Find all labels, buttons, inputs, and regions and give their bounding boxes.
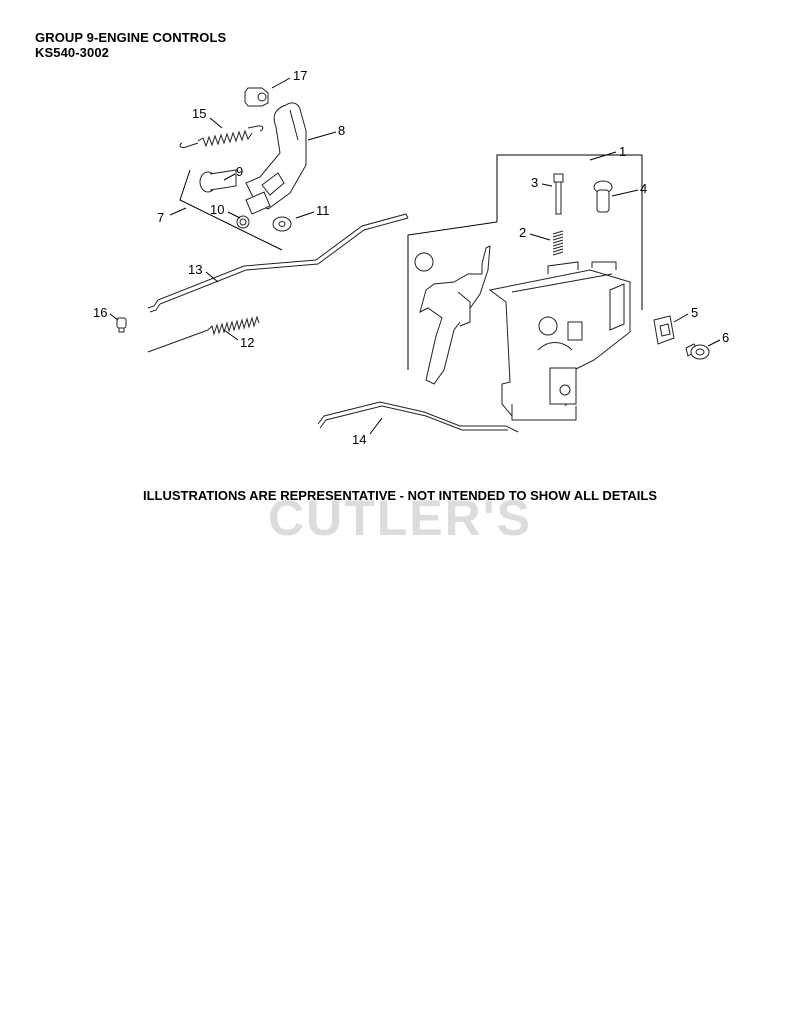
callout-4: 4	[640, 181, 647, 196]
callout-12: 12	[240, 335, 254, 350]
disclaimer-note: ILLUSTRATIONS ARE REPRESENTATIVE - NOT I…	[143, 488, 657, 503]
kit-bracket-7	[179, 169, 283, 251]
group-title: GROUP 9-ENGINE CONTROLS	[35, 30, 227, 45]
callout-8: 8	[338, 123, 345, 138]
part-13-rod[interactable]	[147, 213, 409, 313]
exploded-parts-diagram: 17 15 8 9 7 10 11 1 3 4 2 13 16 12 5 6 1…	[93, 68, 729, 447]
part-10-star-washer[interactable]	[236, 215, 250, 229]
part-1-control-bracket[interactable]	[414, 245, 631, 421]
callout-13: 13	[188, 262, 202, 277]
kit-frame-1	[496, 154, 643, 310]
part-4-shoulder-bolt[interactable]	[593, 180, 613, 213]
callout-14: 14	[352, 432, 366, 447]
callout-6: 6	[722, 330, 729, 345]
part-3-screw[interactable]	[553, 173, 564, 215]
callout-5: 5	[691, 305, 698, 320]
watermark: CUTLER'S	[268, 490, 532, 546]
model-code: KS540-3002	[35, 45, 109, 60]
callout-10: 10	[210, 202, 224, 217]
callout-1: 1	[619, 144, 626, 159]
callout-16: 16	[93, 305, 107, 320]
part-17-clip[interactable]	[244, 87, 269, 107]
part-6-screw[interactable]	[685, 343, 710, 360]
part-14-rod[interactable]	[317, 401, 519, 433]
callout-2: 2	[519, 225, 526, 240]
callout-17: 17	[293, 68, 307, 83]
callout-7: 7	[157, 210, 164, 225]
callout-15: 15	[192, 106, 206, 121]
part-5-clip[interactable]	[653, 315, 675, 345]
part-11-washer[interactable]	[272, 216, 292, 232]
callout-3: 3	[531, 175, 538, 190]
part-16-bushing[interactable]	[116, 317, 127, 333]
part-15-spring[interactable]	[179, 125, 264, 148]
callout-9: 9	[236, 164, 243, 179]
callout-11: 11	[316, 203, 330, 218]
part-2-spring[interactable]	[552, 230, 564, 256]
part-8-lever[interactable]	[245, 102, 307, 215]
part-9-pin[interactable]	[199, 169, 237, 193]
kit-frame-1-left	[407, 221, 498, 370]
part-12-spring[interactable]	[147, 315, 260, 353]
